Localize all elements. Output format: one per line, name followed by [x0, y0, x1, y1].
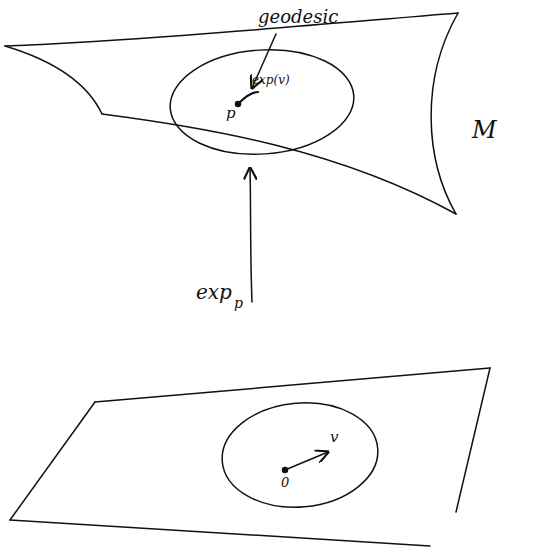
vector-v: [285, 452, 328, 470]
manifold-right-edge: [431, 13, 458, 214]
plane-top-edge: [95, 368, 490, 402]
map-subscript: p: [234, 296, 243, 310]
point-label: p: [226, 106, 236, 121]
plane-left-edge: [10, 402, 95, 520]
manifold-label: M: [472, 118, 497, 142]
tangent-disk: [218, 396, 382, 513]
plane-right-edge: [456, 368, 490, 512]
exp-point-label: exp(v): [252, 74, 290, 86]
manifold-bottom-edge: [102, 114, 456, 214]
plane-bottom-edge: [10, 520, 430, 546]
exp-arrow: [250, 168, 252, 302]
origin-label: 0: [281, 476, 289, 489]
manifold-left-edge: [5, 46, 102, 114]
geodesic-label: geodesic: [258, 8, 338, 26]
vector-label: v: [330, 430, 338, 445]
map-label: exp: [196, 282, 232, 302]
manifold-top-edge: [5, 13, 458, 46]
manifold-disk: [167, 44, 358, 161]
geodesic-curve: [238, 92, 258, 104]
